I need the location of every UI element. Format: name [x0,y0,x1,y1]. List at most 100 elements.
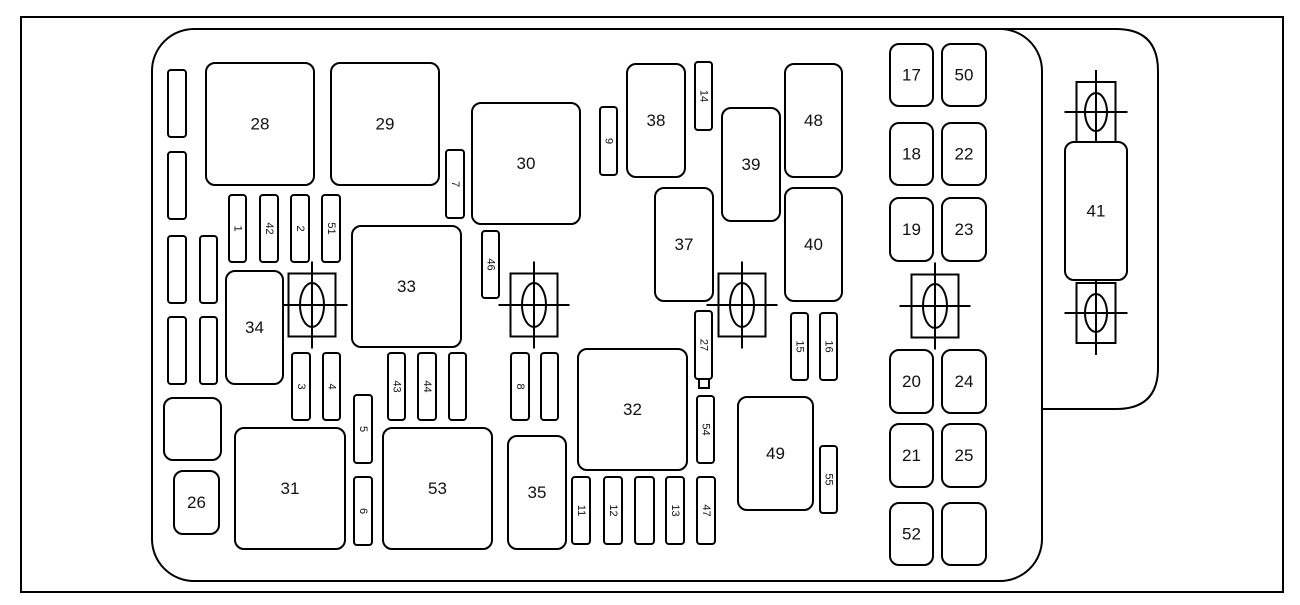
relay-30: 30 [471,102,581,225]
relay-label: 37 [675,235,694,254]
relay-label: 26 [187,493,206,512]
relay-28: 28 [205,62,315,186]
mounting-stud [1064,271,1128,355]
fuse-label: 12 [607,504,619,516]
fuse-13: 13 [665,476,685,545]
relay-label: 17 [902,66,921,85]
relay-22: 22 [941,122,987,186]
relay-label: 32 [623,400,642,419]
fuse-8: 8 [510,352,530,421]
relay-label: 29 [376,115,395,134]
relay-24: 24 [941,349,987,414]
blank-slot [167,151,187,220]
fuse-7: 7 [445,149,465,219]
relay-label: 28 [251,115,270,134]
fuse-1: 1 [228,194,247,263]
relay-48: 48 [784,63,843,178]
fuse-55: 55 [819,445,838,514]
relay-label: 50 [955,66,974,85]
fuse-label: 54 [700,423,712,435]
fuse-54: 54 [696,395,715,464]
relay-32: 32 [577,348,688,471]
relay-33: 33 [351,225,462,348]
relay-label: 38 [647,111,666,130]
fuse-label: 15 [794,340,806,352]
fuse-44: 44 [417,352,437,421]
relay-39: 39 [721,107,781,222]
relay-31: 31 [234,427,346,550]
relay-29: 29 [330,62,440,186]
relay-label: 41 [1087,202,1106,221]
fuse-label: 42 [263,222,275,234]
relay-label: 40 [804,235,823,254]
relay-label: 21 [902,446,921,465]
fuse-43: 43 [387,352,406,421]
fuse-label: 13 [669,504,681,516]
blank-slot [199,235,218,304]
relay-label: 33 [397,277,416,296]
relay-17: 17 [889,43,934,107]
relay-38: 38 [626,63,686,178]
relay-25: 25 [941,423,987,488]
fuse-12: 12 [603,476,623,545]
relay-18: 18 [889,122,934,186]
fuse-46: 46 [481,230,500,299]
relay-20: 20 [889,349,934,414]
relay-label: 24 [955,372,974,391]
relay-label: 52 [902,525,921,544]
fuse-label: 9 [603,138,615,144]
fuse-9: 9 [599,106,618,176]
relay-label: 39 [742,155,761,174]
mounting-stud [706,261,778,349]
fuse-label: 43 [391,380,403,392]
blank-slot [167,69,187,138]
fuse-47: 47 [696,476,716,545]
relay-50: 50 [941,43,987,107]
relay-label: 53 [428,479,447,498]
fuse-6: 6 [353,476,373,546]
relay-label: 31 [281,479,300,498]
mounting-stud [276,261,348,349]
outer-frame [20,16,1284,593]
mounting-stud [899,262,971,350]
relay-23: 23 [941,197,987,262]
relay-label: 18 [902,145,921,164]
relay-label: 34 [245,318,264,337]
relay-40: 40 [784,187,843,302]
mounting-stud [498,261,570,349]
blank-slot [540,352,559,421]
fuse-label: 1 [232,225,244,231]
relay-53: 53 [382,427,493,550]
fuse-label: 8 [514,383,526,389]
relay-34: 34 [225,270,284,385]
relay-label: 30 [517,154,536,173]
blank-slot [941,502,987,566]
relay-label: 19 [902,220,921,239]
fuse-label: 2 [294,225,306,231]
relay-19: 19 [889,197,934,262]
relay-35: 35 [507,435,567,550]
fuse-11: 11 [571,476,591,545]
blank-slot [448,352,467,421]
fuse-label: 44 [421,380,433,392]
fuse-label: 11 [575,505,587,516]
fuse-4: 4 [322,352,341,421]
relay-label: 49 [766,444,785,463]
fuse-15: 15 [790,312,809,381]
relay-label: 48 [804,111,823,130]
fuse-27: 27 [694,310,713,380]
blank-slot [634,476,655,545]
fuse-3: 3 [291,352,311,421]
fuse-2: 2 [290,194,310,263]
relay-41: 41 [1064,141,1128,281]
fuse-label: 5 [357,426,369,432]
blank-slot [163,397,222,461]
relay-label: 23 [955,220,974,239]
blank-slot [167,235,187,304]
fuse-label: 6 [357,508,369,514]
blank-slot [167,316,187,385]
relay-21: 21 [889,423,934,488]
fuse-label: 46 [485,258,497,270]
relay-label: 35 [528,483,547,502]
